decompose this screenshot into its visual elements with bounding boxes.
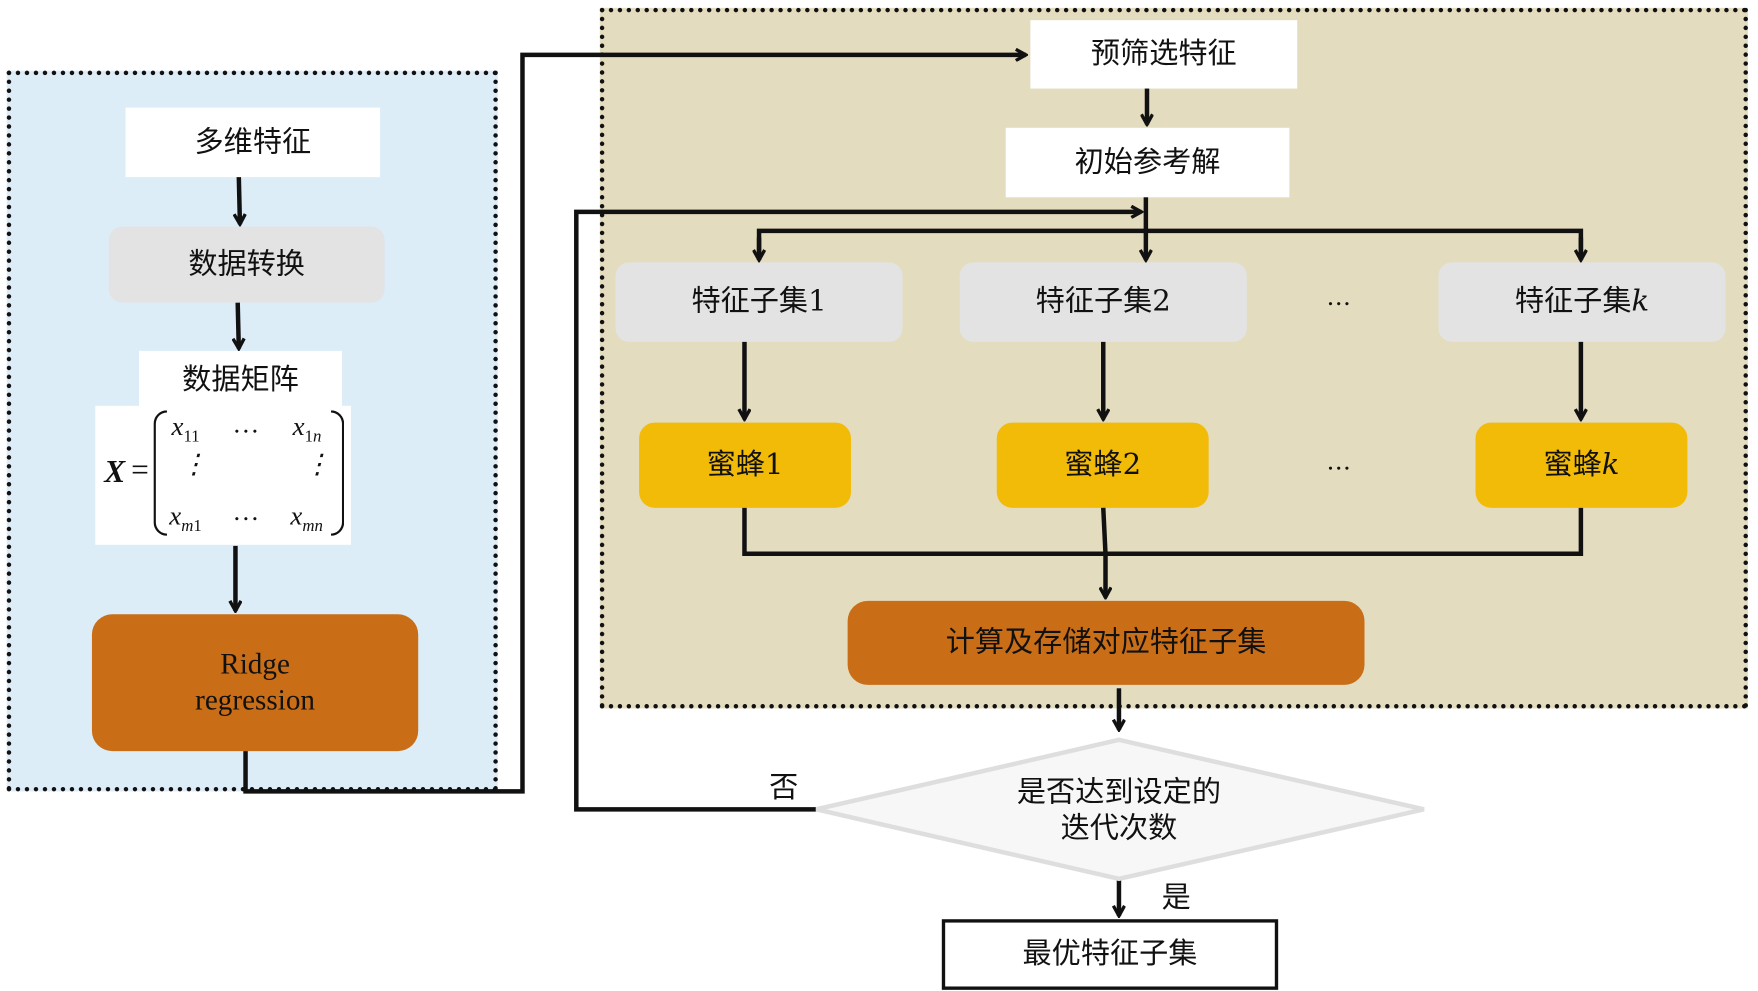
prefilter-box: 预筛选特征 [1030,20,1298,89]
arrow-transform-to-matrix [238,302,239,349]
subset-label: 特征子集 [1514,285,1632,319]
ridge-label-line2: regression [195,683,315,717]
bee-label: 蜜蜂 [1543,448,1602,482]
subset-index: 2 [1152,285,1171,319]
bee-index: 2 [1122,448,1142,482]
compute-store-label: 计算及存储对应特征子集 [945,625,1267,660]
data-matrix-box: 数据矩阵 [139,350,342,410]
line-bees-merge [742,507,1584,557]
equals-sign: = [131,452,149,488]
matrix-vdots-right: ⋮ [303,450,331,480]
matrix-vdots-left: ⋮ [180,450,208,480]
arrow-ridge-to-prefilter [243,55,1026,794]
multi-features-label: 多维特征 [194,125,312,159]
compute-store-box: 计算及存储对应特征子集 [847,600,1365,685]
subset-index: k [1631,285,1650,319]
bee-index: 1 [764,448,784,482]
matrix-cell-xmn: xmn [290,502,323,536]
matrix-symbol: X [104,455,126,490]
ridge-regression-box: Ridge regression [91,614,419,752]
matrix-hdots-top: … [234,410,259,440]
matrix-hdots-bottom: … [234,497,259,527]
multi-features-box: 多维特征 [125,107,381,178]
optimal-subset-box: 最优特征子集 [941,919,1279,990]
yes-label: 是 [1161,881,1191,915]
decision-line1: 是否达到设定的 [1016,775,1221,809]
arrow-feedback-loop [574,212,1141,812]
initial-solution-box: 初始参考解 [1005,127,1290,198]
initial-solution-label: 初始参考解 [1074,145,1221,180]
data-transform-label: 数据转换 [188,247,305,282]
no-label: 否 [769,771,799,805]
matrix-cell-xm1: xm1 [169,502,202,536]
bee-colony-panel [599,7,1748,709]
subset-index: 1 [808,285,827,319]
subset-label: 特征子集 [691,285,809,319]
data-transform-box: 数据转换 [108,226,385,303]
decision-diamond [815,737,1425,882]
subset-label: 特征子集 [1035,285,1153,319]
line-branch [756,228,1584,259]
matrix-cell-x11: x11 [171,412,200,446]
arrow-features-to-transform [239,177,240,224]
matrix-formula: X = x11 … x1n ⋮ ⋮ xm1 … xmn [95,405,351,545]
decision-text: 是否达到设定的 迭代次数 [953,767,1285,854]
optimal-subset-label: 最优特征子集 [1022,937,1198,972]
bees-ellipsis: … [1326,448,1354,477]
bee-label: 蜜蜂 [1064,448,1123,482]
ridge-label-line1: Ridge [220,647,290,680]
prefilter-label: 预筛选特征 [1090,37,1237,71]
arrow-merge-to-compute [1103,507,1105,598]
data-matrix-label: 数据矩阵 [182,362,299,397]
subsets-ellipsis: … [1326,283,1354,312]
bee-label: 蜜蜂 [706,448,765,482]
bee-index: k [1601,448,1620,482]
matrix-cell-x1n: x1n [292,412,322,446]
decision-line2: 迭代次数 [1060,811,1178,846]
